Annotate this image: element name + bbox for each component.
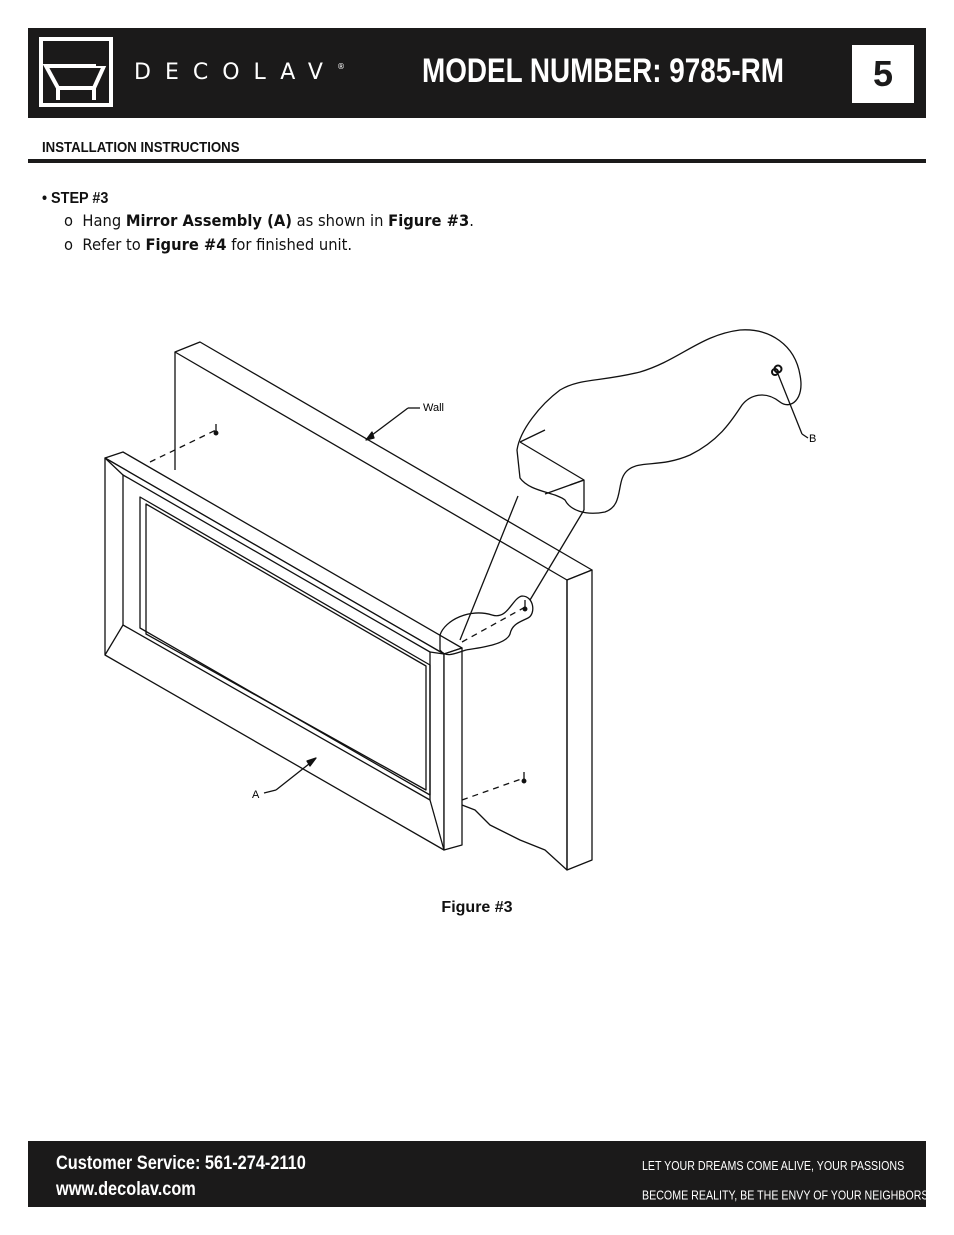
- detail-bubble-small: [439, 595, 534, 656]
- figure-caption: Figure #3: [441, 899, 513, 916]
- label-b: B: [809, 433, 816, 445]
- section-divider: [28, 159, 926, 163]
- brand-name: DECOLAV®: [134, 60, 345, 85]
- section-title: INSTALLATION INSTRUCTIONS: [42, 139, 240, 156]
- label-a: A: [252, 789, 260, 801]
- page-header: DECOLAV® MODEL NUMBER: 9785-RM 5: [28, 28, 926, 118]
- wall-panel: [174, 341, 593, 871]
- detail-b-magnified: [516, 329, 809, 514]
- tagline: LET YOUR DREAMS COME ALIVE, YOUR PASSION…: [642, 1158, 934, 1203]
- decolav-logo-icon: [39, 37, 113, 107]
- wall-hooks: [213, 424, 528, 784]
- mirror-frame: [104, 451, 463, 851]
- customer-service-phone: Customer Service: 561-274-2110: [56, 1153, 306, 1174]
- model-number-title: MODEL NUMBER: 9785-RM: [422, 52, 784, 90]
- website-link[interactable]: www.decolav.com: [56, 1179, 196, 1200]
- customer-service-block: Customer Service: 561-274-2110 www.decol…: [56, 1151, 306, 1203]
- figure-3-illustration: Wall A B: [104, 329, 816, 871]
- mirror-leader: [263, 757, 317, 794]
- page-number: 5: [852, 45, 914, 103]
- step-title: • STEP #3: [42, 190, 109, 207]
- page-footer: Customer Service: 561-274-2110 www.decol…: [28, 1141, 933, 1207]
- wall-leader: [365, 407, 420, 441]
- label-wall: Wall: [423, 402, 444, 414]
